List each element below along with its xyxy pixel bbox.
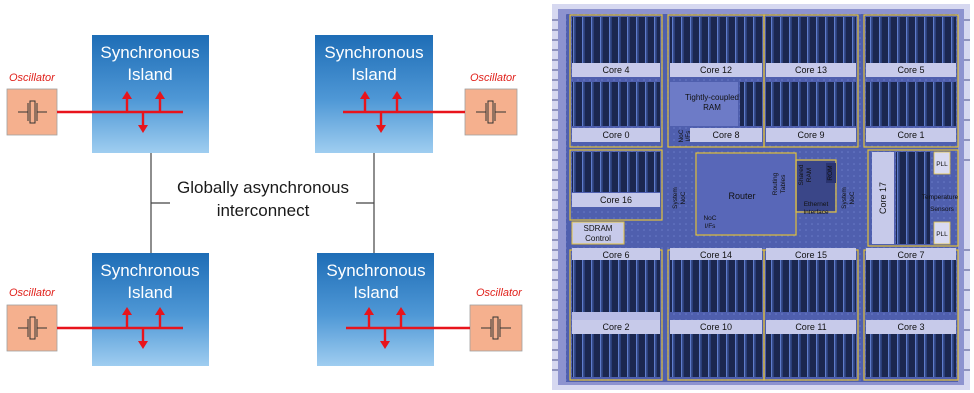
oscillator-label-3: Oscillator	[9, 287, 56, 299]
pll-bottom-label: PLL	[936, 231, 948, 238]
synchronous-island-1: Synchronous Island	[92, 35, 209, 153]
core-label: Core 4	[602, 65, 629, 75]
interconnect-label-line2: interconnect	[217, 201, 310, 220]
synchronous-island-2: Synchronous Island	[315, 35, 433, 153]
island-label-line1: Synchronous	[100, 261, 199, 280]
island-label-line1: Synchronous	[324, 43, 423, 62]
core-label: Core 12	[700, 65, 732, 75]
core-label: Core 1	[897, 130, 924, 140]
island-label-line1: Synchronous	[100, 43, 199, 62]
core-label: Core 7	[897, 250, 924, 260]
oscillator-icon	[6, 88, 58, 136]
sdram-control-label-line2: Control	[585, 234, 611, 243]
core-label: Core 15	[795, 250, 827, 260]
oscillator-icon	[6, 304, 58, 352]
sensors-label: Sensors	[930, 206, 955, 213]
ram-label-line1: Tightly-coupled	[685, 93, 739, 102]
core-label: Core 17	[878, 182, 888, 214]
system-noc-left-label-line2: NoC	[680, 191, 687, 204]
system-noc-right-label-line1: System	[841, 187, 848, 209]
gals-diagram: Globally asynchronous interconnect Synch…	[6, 35, 523, 366]
routing-tables-label-line2: Tables	[780, 174, 787, 194]
noc-ifs-bottom-label-line1: NoC	[703, 215, 716, 222]
system-noc-left-label-line1: System	[672, 187, 679, 209]
core-label: Core 14	[700, 250, 732, 260]
island-label-line2: Island	[127, 283, 172, 302]
island-label-line2: Island	[353, 283, 398, 302]
router-label: Router	[728, 191, 755, 201]
core-label: Core 0	[602, 130, 629, 140]
system-noc-right-label-line2: NoC	[849, 191, 856, 204]
sdram-control-label-line1: SDRAM	[584, 224, 613, 233]
rom-label: ROM	[827, 165, 834, 180]
synchronous-island-3: Synchronous Island	[92, 253, 209, 366]
core-label: Core 2	[602, 322, 629, 332]
oscillator-icon	[469, 304, 523, 352]
shared-ram-label-line1: Shared	[798, 164, 805, 185]
noc-ifs-bottom-label-line2: I/Fs	[705, 223, 717, 230]
interconnect-label-line1: Globally asynchronous	[177, 178, 349, 197]
core-label: Core 13	[795, 65, 827, 75]
ram-label-line2: RAM	[703, 103, 721, 112]
island-label-line2: Island	[351, 65, 396, 84]
shared-ram-label-line2: RAM	[806, 168, 813, 182]
core-label: Core 16	[600, 195, 632, 205]
noc-ifs-top-label-line1: NoC	[678, 129, 685, 142]
core-array	[572, 17, 956, 377]
oscillator-icon	[464, 88, 518, 136]
core-label: Core 3	[897, 322, 924, 332]
synchronous-island-4: Synchronous Island	[317, 253, 434, 366]
core-label: Core 9	[797, 130, 824, 140]
oscillator-label-4: Oscillator	[476, 287, 523, 299]
core-label: Core 11	[795, 322, 826, 332]
pll-top-label: PLL	[936, 161, 948, 168]
temperature-label: Temperature	[922, 194, 959, 201]
ethernet-interface-label-line2: Interface	[803, 209, 829, 216]
core-label: Core 5	[897, 65, 924, 75]
ethernet-interface-label-line1: Ethernet	[804, 201, 829, 208]
island-label-line2: Island	[127, 65, 172, 84]
oscillator-label-1: Oscillator	[9, 72, 56, 84]
noc-ifs-top-label-line2: I/Fs	[685, 130, 692, 142]
island-label-line1: Synchronous	[326, 261, 425, 280]
core-label: Core 6	[602, 250, 629, 260]
clock-wires	[57, 91, 470, 349]
core-label: Core 10	[700, 322, 732, 332]
chip-die-photo: Core 4 Core 12 Core 13 Core 5 Core 0 Cor…	[552, 4, 970, 390]
core-label: Core 8	[712, 130, 739, 140]
routing-tables-label-line1: Routing	[772, 172, 779, 195]
oscillator-label-2: Oscillator	[470, 72, 517, 84]
core-label-strips	[572, 63, 956, 324]
